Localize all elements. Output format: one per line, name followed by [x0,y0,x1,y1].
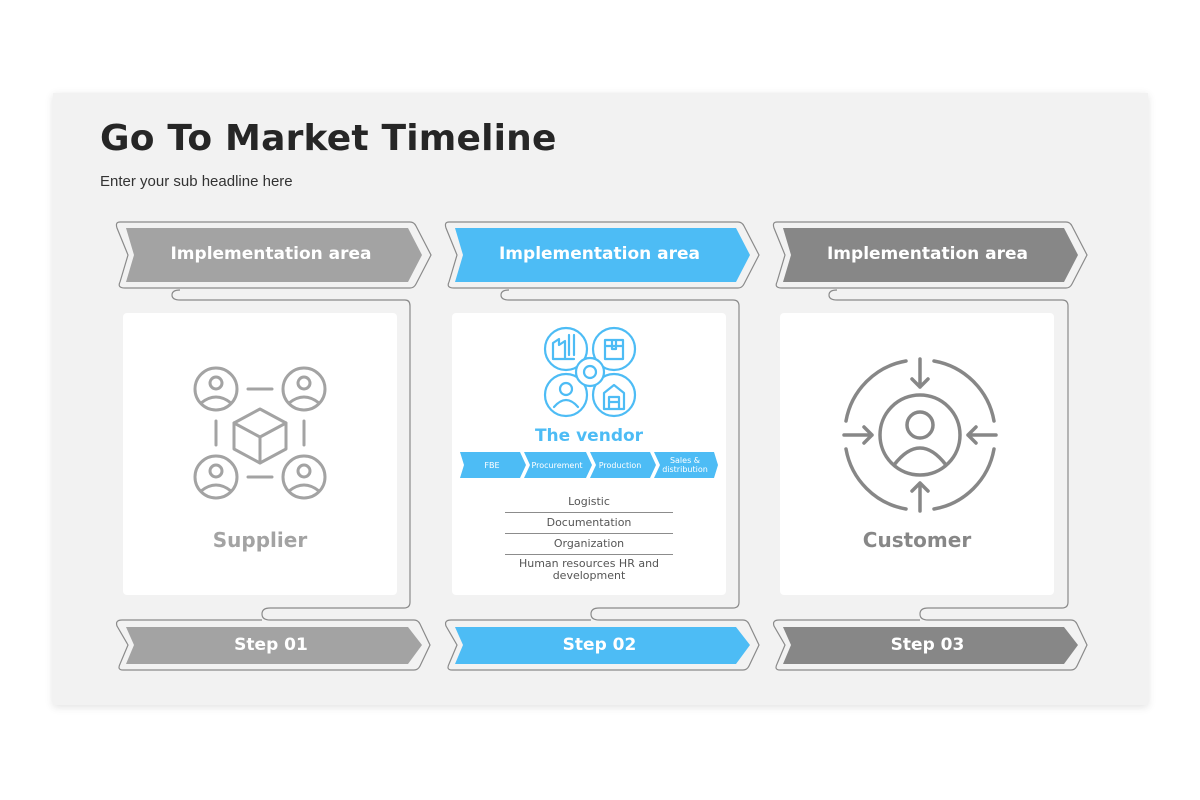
process-step-procurement: Procurement [531,460,583,470]
list-item-logistic: Logistic [568,495,610,508]
column-3-frame [772,221,1088,671]
column-1-frame [115,221,432,671]
column-3-step-chevron [783,627,1078,664]
vendor-process-chevrons [460,452,718,478]
column-3-header-chevron [783,228,1078,282]
list-divider [505,533,673,534]
column-1-header-chevron [126,228,422,282]
page-subtitle: Enter your sub headline here [100,173,293,190]
customer-card: Customer [780,313,1054,595]
page-title: Go To Market Timeline [100,118,557,159]
column-2-frame [444,221,760,671]
process-step-fbe: FBE [484,460,500,470]
list-divider [505,512,673,513]
column-2-header-chevron [455,228,750,282]
column-1-step-chevron [126,627,422,664]
list-item-documentation: Documentation [546,516,632,529]
column-1-header-label: Implementation area [170,244,372,264]
process-step-sales-distribution: Sales & distribution [662,456,708,474]
list-divider [505,554,673,555]
column-2-step-chevron [455,627,750,664]
vendor-label: The vendor [534,426,644,446]
column-3-header-label: Implementation area [826,244,1029,264]
column-2-header-label: Implementation area [498,244,701,264]
list-item-organization: Organization [553,537,625,550]
supplier-network-icon [193,366,327,500]
step-02-button[interactable]: Step 02 [562,635,637,655]
step-01-button[interactable]: Step 01 [234,635,308,655]
process-step-production: Production [598,460,642,470]
customer-cycle-icon [842,357,998,513]
vendor-gear-icon [543,326,637,418]
step-03-button[interactable]: Step 03 [890,635,965,655]
supplier-label: Supplier [212,528,308,552]
customer-label: Customer [862,528,972,552]
list-item-hr: Human resources HR and development [518,557,660,582]
